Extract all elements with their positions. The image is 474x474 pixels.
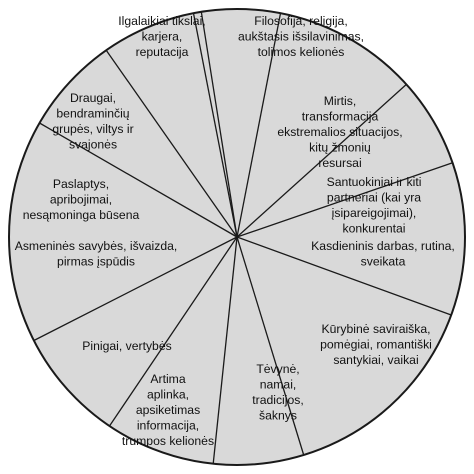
sector-label-line: sveikata bbox=[361, 255, 406, 269]
divider-line bbox=[236, 83, 407, 238]
sector-label-line: aukštasis išsilavinimas, bbox=[238, 30, 364, 44]
divider-line bbox=[236, 236, 305, 456]
divider-line bbox=[105, 49, 238, 238]
sector-label-line: reputacija bbox=[136, 45, 189, 59]
sector-label-3: Artima aplinka,apsiketimas informacija,tru… bbox=[122, 372, 214, 448]
sector-label-line: nesąmoninga būsena bbox=[23, 208, 140, 222]
sector-label-line: apsiketimas bbox=[136, 403, 200, 417]
sector-label-9: Filosofija, religija, aukštasis išsilavin… bbox=[238, 14, 364, 59]
sector-label-line: karjera, bbox=[142, 30, 183, 44]
sector-label-line: svajonės bbox=[69, 138, 117, 152]
sector-label-line: Santuokiniai ir kiti bbox=[327, 175, 422, 189]
sector-label-line: namai, bbox=[260, 378, 297, 392]
sector-label-line: pomėgiai, romantiški bbox=[320, 338, 432, 352]
sector-label-line: grupės, viltys ir bbox=[52, 122, 133, 136]
sector-label-line: informacija, bbox=[137, 419, 199, 433]
sector-label-line: Kasdieninis darbas, rutina, bbox=[311, 239, 455, 253]
sector-label-line: transformacija bbox=[302, 110, 379, 124]
sector-label-10: Ilgalaikiai tikslai, karjera,reputacija bbox=[118, 14, 205, 59]
sector-label-line: konkurentai bbox=[342, 222, 405, 236]
sector-label-1: Asmeninės savybės, išvaizda, pirmas įspūd… bbox=[15, 239, 178, 269]
divider-line bbox=[39, 122, 238, 238]
sector-label-line: šaknys bbox=[259, 409, 297, 423]
divider-line bbox=[236, 236, 452, 316]
sector-label-line: trumpos kelionės bbox=[122, 434, 214, 448]
divider-line bbox=[200, 11, 238, 238]
sector-label-line: aplinka, bbox=[147, 388, 189, 402]
sector-label-line: ekstremalios situacijos, bbox=[277, 125, 402, 139]
sector-label-6: Kasdieninis darbas, rutina, sveikata bbox=[311, 239, 455, 269]
sector-label-line: Kūrybinė saviraiška, bbox=[321, 322, 430, 336]
sector-label-line: Paslaptys, bbox=[53, 177, 109, 191]
divider-line bbox=[236, 162, 453, 238]
sector-label-4: Tėvynė, namai,tradicijos, šaknys bbox=[252, 362, 303, 423]
sector-label-5: Kūrybinė saviraiška, pomėgiai, romantiški… bbox=[320, 322, 432, 367]
sector-label-line: bendraminčių bbox=[56, 107, 129, 121]
sector-labels: Ilgalaikiai tikslai, karjera,reputacija Fi… bbox=[15, 14, 455, 448]
sector-label-2: Pinigai, vertybės bbox=[82, 339, 171, 353]
sector-label-line: santykiai, vaikai bbox=[333, 353, 418, 367]
sector-label-line: tradicijos, bbox=[252, 393, 303, 407]
divider-line bbox=[192, 13, 238, 238]
sector-label-line: kitų žmonių bbox=[309, 141, 371, 155]
sector-label-line: Pinigai, vertybės bbox=[82, 339, 171, 353]
divider-line bbox=[108, 236, 238, 427]
divider-line bbox=[236, 13, 282, 238]
sector-label-12: Paslaptys, apribojimai,nesąmoninga būsena bbox=[23, 177, 140, 222]
sector-label-line: resursai bbox=[318, 156, 361, 170]
sector-label-line: Draugai, bbox=[70, 91, 116, 105]
sector-label-line: Tėvynė, bbox=[256, 362, 299, 376]
sector-label-line: partneriai (kai yra bbox=[327, 191, 421, 205]
sector-label-line: pirmas įspūdis bbox=[57, 255, 135, 269]
sector-label-line: Ilgalaikiai tikslai, bbox=[118, 14, 205, 28]
sector-label-line: Mirtis, bbox=[324, 94, 357, 108]
sector-label-line: Asmeninės savybės, išvaizda, bbox=[15, 239, 178, 253]
divider-line bbox=[33, 236, 238, 342]
sector-label-line: Filosofija, religija, bbox=[254, 14, 347, 28]
sector-label-line: apribojimai, bbox=[50, 193, 112, 207]
divider-line bbox=[212, 236, 238, 464]
sector-label-line: tolimos kelionės bbox=[258, 45, 345, 59]
sector-label-line: įsipareigojimai), bbox=[332, 206, 417, 220]
sector-label-line: Artima bbox=[150, 372, 185, 386]
divider-lines bbox=[33, 11, 453, 464]
